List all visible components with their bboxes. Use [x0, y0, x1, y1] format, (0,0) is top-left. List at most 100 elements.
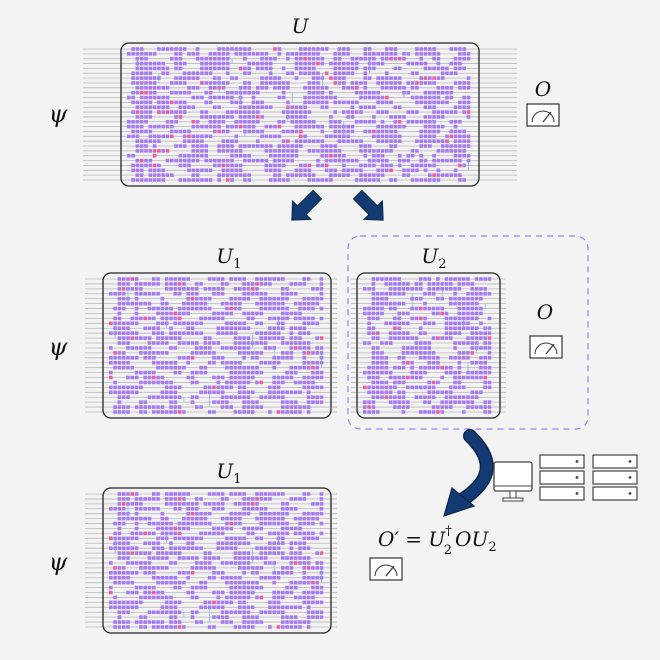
- gate-block: [238, 380, 242, 385]
- gate-block: [457, 287, 462, 291]
- gate-block: [139, 380, 143, 385]
- gate-block: [363, 71, 368, 76]
- gate-block: [263, 546, 268, 550]
- gate-block: [384, 341, 389, 345]
- gate-block: [410, 153, 415, 158]
- gate-block: [329, 76, 333, 80]
- gate-block: [393, 287, 397, 291]
- gate-block: [375, 356, 380, 360]
- gate-block: [247, 178, 251, 182]
- gate-block: [247, 105, 251, 110]
- gate-block: [117, 400, 122, 404]
- gate-block: [113, 321, 117, 326]
- gate-block: [243, 56, 247, 61]
- gate-block: [277, 86, 282, 90]
- gate-block: [423, 395, 427, 400]
- gate-block: [177, 585, 182, 590]
- gate-block: [375, 375, 380, 380]
- gate-block: [319, 282, 324, 286]
- gate-block: [440, 90, 445, 95]
- gate-block: [389, 52, 393, 56]
- gate-block: [130, 580, 135, 585]
- gate-block: [307, 86, 312, 90]
- gate-block: [457, 351, 462, 355]
- gate-block: [333, 110, 337, 114]
- gate-block: [428, 173, 432, 177]
- gate-block: [419, 119, 423, 124]
- gate-block: [281, 301, 285, 306]
- gate-block: [177, 282, 182, 286]
- gate-block: [225, 149, 230, 153]
- gate-block: [147, 506, 152, 511]
- gate-block: [263, 395, 268, 400]
- gate-block: [255, 516, 259, 521]
- gate-block: [298, 336, 302, 340]
- gate-block: [307, 168, 312, 173]
- gate-block: [462, 149, 466, 153]
- gate-block: [157, 163, 161, 168]
- gate-block: [216, 600, 221, 605]
- gate-block: [346, 47, 350, 51]
- gate-block: [315, 585, 319, 590]
- gate-block: [385, 52, 389, 56]
- gate-block: [281, 287, 285, 291]
- gate-block: [182, 71, 187, 76]
- gate-block: [423, 351, 427, 355]
- gate-block: [367, 316, 371, 321]
- gate-block: [311, 321, 315, 326]
- gate-block: [217, 149, 221, 153]
- gate-block: [113, 351, 117, 355]
- gate-block: [307, 95, 312, 100]
- gate-block: [350, 168, 355, 173]
- gate-block: [350, 100, 355, 105]
- gate-block: [458, 66, 462, 71]
- gate-block: [121, 600, 126, 605]
- gate-block: [375, 296, 380, 301]
- gate-block: [147, 497, 152, 501]
- gate-block: [200, 56, 204, 61]
- gate-block: [238, 296, 242, 301]
- gate-block: [298, 497, 302, 501]
- gate-block: [186, 301, 190, 306]
- gate-block: [177, 551, 182, 555]
- gate-block: [233, 277, 238, 281]
- gate-block: [121, 301, 126, 306]
- gate-block: [293, 311, 298, 316]
- gate-block: [139, 100, 144, 105]
- gate-block: [393, 282, 397, 286]
- gate-block: [276, 625, 281, 629]
- gate-block: [487, 326, 492, 331]
- gate-block: [135, 76, 140, 80]
- gate-block: [156, 575, 160, 580]
- gate-block: [346, 139, 350, 143]
- gate-block: [126, 556, 130, 560]
- gate-block: [160, 620, 165, 624]
- gate-block: [246, 610, 251, 615]
- gate-block: [246, 506, 251, 511]
- gate-block: [371, 390, 376, 395]
- gate-block: [461, 326, 466, 331]
- gate-block: [354, 61, 359, 66]
- gate-block: [207, 605, 212, 610]
- gate-block: [436, 360, 440, 365]
- server-led: [575, 492, 579, 495]
- gate-block: [173, 311, 178, 316]
- gate-block: [302, 346, 307, 350]
- gate-block: [272, 590, 276, 595]
- gate-block: [432, 139, 436, 143]
- gate-block: [208, 119, 213, 124]
- gate-block: [164, 301, 169, 306]
- gate-block: [238, 47, 243, 51]
- gate-block: [474, 395, 479, 400]
- gate-block: [303, 61, 307, 66]
- gate-block: [220, 546, 225, 550]
- gate-block: [272, 551, 276, 555]
- gate-block: [161, 47, 165, 51]
- gate-block: [169, 390, 173, 395]
- gate-block: [229, 301, 233, 306]
- gate-block: [216, 541, 221, 546]
- gate-block: [458, 149, 462, 153]
- gate-block: [130, 516, 135, 521]
- gate-block: [272, 531, 276, 536]
- gate-block: [203, 502, 208, 506]
